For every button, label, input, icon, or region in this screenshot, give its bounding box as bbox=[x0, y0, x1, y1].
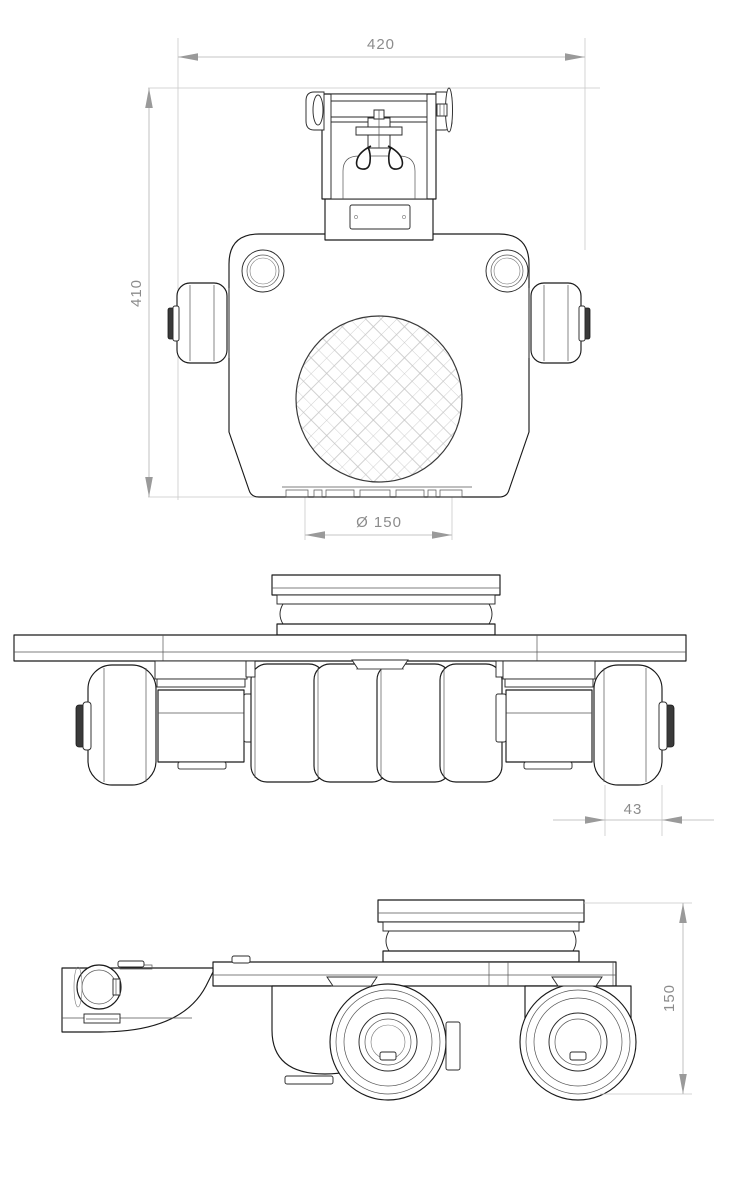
front-view: 43 bbox=[13, 574, 714, 836]
housing-front-right bbox=[495, 660, 596, 770]
latch-mechanism bbox=[355, 109, 404, 170]
housing-front-left bbox=[154, 660, 255, 770]
dimension-turntable-diameter: Ø 150 bbox=[305, 514, 452, 539]
top-view: 420 410 Ø 150 bbox=[128, 36, 600, 540]
turntable-stack-front bbox=[271, 574, 501, 636]
dimension-depth-label: 410 bbox=[128, 279, 145, 307]
dimension-overall-depth: 410 bbox=[128, 88, 153, 497]
caster-wheel-side-left bbox=[271, 976, 461, 1101]
dimension-diameter-label: Ø 150 bbox=[356, 514, 402, 531]
dimension-wheel-offset: 43 bbox=[553, 785, 714, 836]
dimension-overall-height: 150 bbox=[584, 902, 692, 1095]
wheel-front-right-outer bbox=[593, 664, 675, 786]
turntable-stack-side bbox=[377, 899, 585, 963]
lifting-eye-left bbox=[241, 249, 285, 293]
caster-left-top bbox=[167, 282, 230, 364]
lifting-eye-right bbox=[485, 249, 529, 293]
name-plate bbox=[349, 204, 411, 230]
dimension-height-label: 150 bbox=[661, 984, 678, 1012]
deck-plate-side bbox=[212, 955, 617, 987]
caster-wheel-side-right bbox=[519, 976, 637, 1101]
deck-plate-front bbox=[13, 634, 687, 662]
wheel-front-left-outer bbox=[75, 664, 157, 786]
turntable-knurled-disc bbox=[295, 315, 463, 483]
roller-bank-front bbox=[245, 659, 506, 783]
handle-arm-side bbox=[61, 960, 214, 1033]
dimension-overall-width: 420 bbox=[178, 36, 585, 61]
side-view: 150 bbox=[61, 899, 692, 1101]
dimension-offset-label: 43 bbox=[624, 801, 643, 818]
base-feet-row bbox=[282, 486, 472, 498]
dimension-width-label: 420 bbox=[367, 36, 395, 53]
caster-right-top bbox=[528, 282, 591, 364]
